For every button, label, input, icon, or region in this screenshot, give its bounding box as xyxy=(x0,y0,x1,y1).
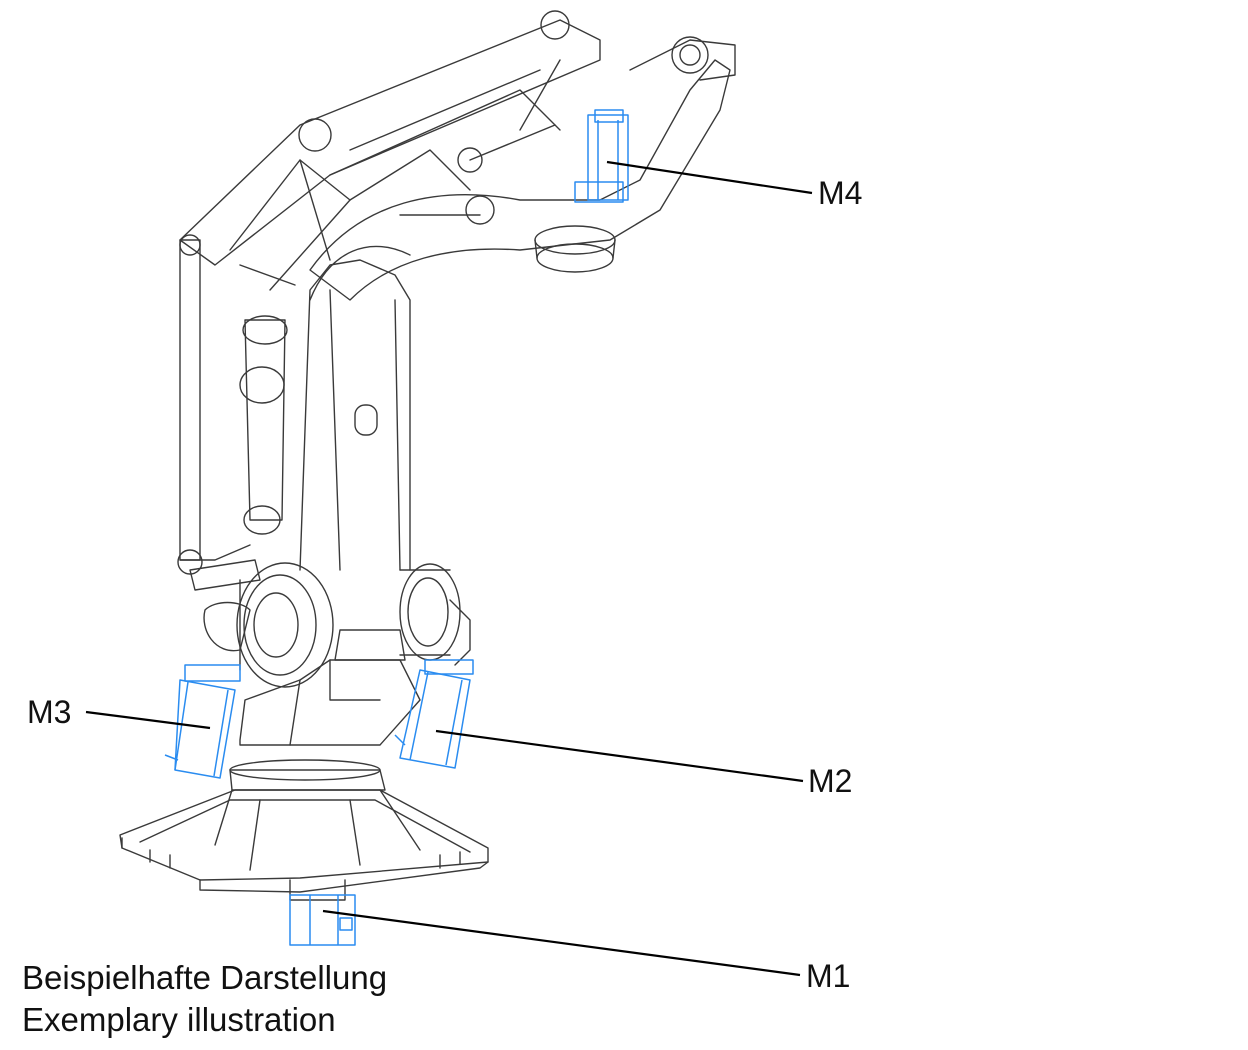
robot-base xyxy=(119,759,489,901)
parallel-rod-left xyxy=(177,234,251,575)
upper-truss-arm xyxy=(179,10,601,291)
wrist-flange xyxy=(534,225,616,273)
motor-m1-drawing xyxy=(289,894,356,946)
leader-line-m3 xyxy=(85,710,211,730)
motor-m3-drawing xyxy=(164,664,241,779)
left-gear-hub xyxy=(189,559,334,688)
forearm-boom xyxy=(309,36,736,301)
motor-label-m2: M2 xyxy=(808,763,853,799)
robot-turret xyxy=(239,629,421,746)
caption-english: Exemplary illustration xyxy=(22,1001,336,1038)
caption-german: Beispielhafte Darstellung xyxy=(22,959,388,996)
leader-line-m4 xyxy=(606,160,813,195)
motor-m2-drawing xyxy=(394,659,474,769)
main-arm xyxy=(299,245,411,571)
motor-m4-drawing xyxy=(574,109,629,203)
balance-cylinder xyxy=(239,315,288,535)
motor-label-m1: M1 xyxy=(806,958,851,994)
motor-label-m3: M3 xyxy=(27,694,72,730)
right-gear-hub xyxy=(399,563,471,666)
motor-label-m4: M4 xyxy=(818,175,863,211)
leader-line-m1 xyxy=(322,909,801,977)
leader-line-m2 xyxy=(435,729,804,783)
